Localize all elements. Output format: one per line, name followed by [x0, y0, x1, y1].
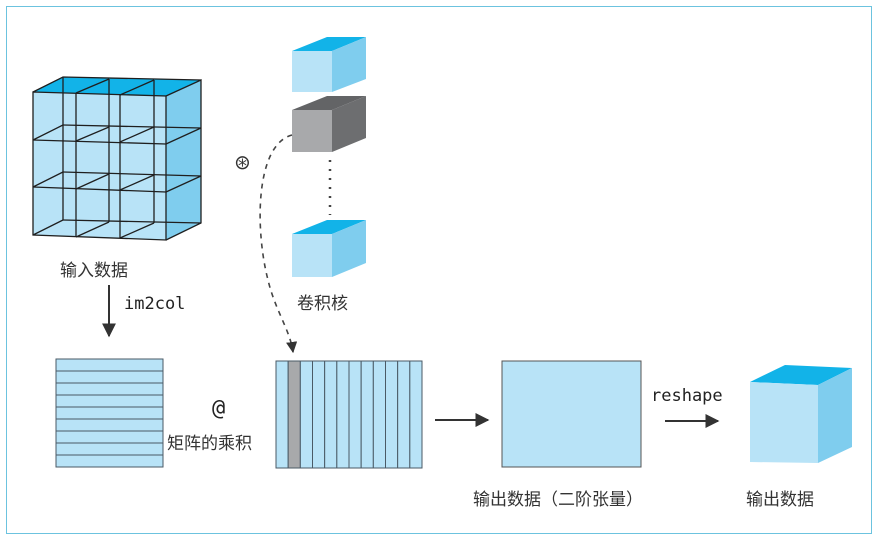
im2col-matrix-row	[55, 442, 164, 456]
reshape-label: reshape	[651, 386, 723, 406]
im2col-matrix-row	[55, 430, 164, 444]
diagram-frame	[6, 6, 872, 534]
kernel-matrix-column	[275, 360, 289, 469]
kernel-to-column-arrow	[259, 134, 298, 354]
highlighted-kernel-column	[287, 360, 301, 469]
convolution-symbol: ⊛	[234, 150, 251, 174]
kernel-matrix-column	[360, 360, 374, 469]
kernel-label: 卷积核	[297, 294, 348, 314]
im2col-label: im2col	[124, 294, 186, 314]
kernel-matrix-column	[372, 360, 387, 469]
kernel-cube-last	[292, 220, 366, 277]
kernel-matrix-column	[336, 360, 350, 469]
im2col-matrix-row	[55, 454, 164, 468]
im2col-matrix	[55, 358, 164, 468]
kernel-matrix	[275, 360, 423, 469]
kernel-matrix-column	[348, 360, 362, 469]
im2col-matrix-row	[55, 370, 164, 384]
output-2d-label: 输出数据（二阶张量）	[473, 490, 643, 510]
matmul-symbol: @	[212, 396, 226, 421]
kernel-matrix-column	[299, 360, 314, 469]
im2col-matrix-row	[55, 406, 164, 420]
kernel-matrix-column	[324, 360, 338, 469]
kernel-cube-1	[292, 37, 366, 92]
im2col-matrix-row	[55, 358, 164, 372]
output-2d-matrix	[501, 360, 642, 468]
kernel-cube-highlighted	[292, 96, 366, 152]
kernel-matrix-column	[385, 360, 399, 469]
matmul-label: 矩阵的乘积	[167, 434, 252, 454]
im2col-matrix-row	[55, 418, 164, 432]
kernel-matrix-column	[409, 360, 423, 469]
im2col-matrix-row	[55, 382, 164, 396]
kernel-matrix-column	[312, 360, 326, 469]
kernel-matrix-column	[397, 360, 411, 469]
im2col-matrix-row	[55, 394, 164, 408]
input-data-label: 输入数据	[60, 261, 128, 281]
input-data-cube	[32, 76, 202, 241]
output-data-cube	[750, 365, 852, 463]
output-data-label: 输出数据	[746, 490, 814, 510]
